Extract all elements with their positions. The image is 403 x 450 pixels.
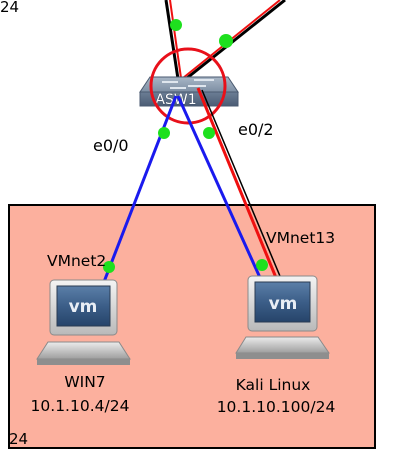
switch-front-panel xyxy=(139,91,239,107)
vm-workstation-icon: vm xyxy=(36,279,131,365)
host-ip-label: 10.1.10.4/24 xyxy=(31,397,130,415)
uplink-black-line-2[interactable] xyxy=(181,0,286,84)
host-name-label: Kali Linux xyxy=(236,376,311,394)
switch-asw1[interactable]: ASW1 xyxy=(139,76,239,108)
host-win7[interactable]: VMnet2 vm WIN7 10.1.10.4/24 xyxy=(31,252,131,415)
vmnet-label: VMnet2 xyxy=(47,252,106,270)
corner-label-top: 24 xyxy=(0,0,19,16)
host-name-label: WIN7 xyxy=(64,373,105,391)
host-ip-label: 10.1.10.100/24 xyxy=(217,398,336,416)
vm-workstation-icon: vm xyxy=(235,275,330,359)
link-endpoint xyxy=(170,19,182,31)
link-endpoint xyxy=(219,34,233,48)
link-to-kali-red[interactable] xyxy=(196,87,289,306)
interface-label-right: e0/2 xyxy=(238,120,274,139)
switch-highlight-circle xyxy=(149,47,227,125)
host-kali-linux[interactable]: VMnet13 vm Kali Linux 10.1.10.100/24 xyxy=(217,229,336,416)
link-to-kali-blue[interactable] xyxy=(176,95,273,303)
corner-label-bottom: 24 xyxy=(9,430,28,448)
svg-text:vm: vm xyxy=(69,297,98,317)
link-endpoint xyxy=(256,259,268,271)
link-endpoint xyxy=(103,261,115,273)
link-endpoint xyxy=(203,127,215,139)
svg-text:vm: vm xyxy=(269,294,298,314)
vmnet-label: VMnet13 xyxy=(266,229,335,247)
link-endpoint xyxy=(158,127,170,139)
link-to-kali-black[interactable] xyxy=(201,89,291,301)
interface-label-left: e0/0 xyxy=(93,136,129,155)
